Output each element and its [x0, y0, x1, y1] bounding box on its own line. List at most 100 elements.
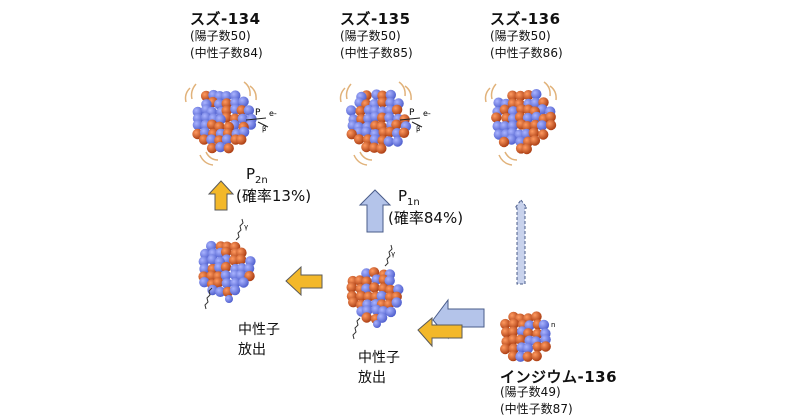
nucleon: [385, 306, 397, 318]
neutron-count-sn136: (中性子数86): [490, 46, 563, 60]
neutron-emission-label-middle: 中性子 放出: [358, 348, 400, 388]
nucleon: [346, 105, 357, 116]
nucleon: [206, 134, 217, 145]
nucleon: [522, 112, 534, 124]
nucleon: [515, 334, 526, 345]
beta-emission-sn134: [245, 117, 269, 128]
nucleon: [392, 136, 403, 147]
nucleon: [515, 351, 526, 362]
nucleon: [215, 286, 226, 297]
nucleon: [243, 105, 255, 116]
branch-probability-p1n: (確率84%): [388, 209, 464, 227]
branch-label-p1n: P1n: [398, 186, 420, 213]
electron-label-1: e-: [269, 109, 277, 118]
neutron-count-in136: (中性子数87): [500, 402, 573, 416]
neutron-count-sn135: (中性子数85): [340, 46, 413, 60]
nucleon: [531, 350, 542, 362]
nucleon: [223, 143, 234, 154]
nucleon: [192, 119, 204, 131]
emission-line2-middle: 放出: [358, 370, 386, 386]
nucleon: [214, 99, 225, 110]
emission-line1-left: 中性子: [238, 322, 280, 338]
positron-label-1: P: [255, 108, 261, 118]
arrow-up-p1n: [358, 189, 392, 233]
nucleus-intermediate-left: [198, 240, 256, 298]
nucleon: [198, 134, 210, 145]
nucleon: [199, 263, 210, 275]
nucleon: [221, 134, 233, 145]
nucleon: [220, 261, 232, 273]
branch-subscript-p2n: 2n: [255, 175, 268, 186]
nucleon: [499, 121, 511, 132]
nucleon: [235, 254, 247, 265]
nucleus-sn136: [491, 89, 557, 155]
neutron-emission-label-left: 中性子 放出: [238, 320, 280, 360]
nucleon: [508, 106, 519, 117]
nucleon: [369, 134, 381, 145]
nucleon: [376, 143, 387, 154]
arrow-up-p2n: [207, 180, 235, 211]
neutron-label-in136: n: [551, 321, 555, 329]
nucleon: [221, 278, 232, 289]
nucleon: [524, 320, 535, 331]
nucleon: [538, 319, 550, 331]
positron-label-2: P: [409, 108, 415, 118]
nucleon: [528, 127, 539, 139]
nucleon: [229, 284, 241, 296]
emitted-neutron-middle: [373, 320, 381, 328]
gamma-ray-middle: [352, 244, 393, 340]
nucleon: [377, 97, 388, 108]
nucleon: [199, 277, 210, 288]
nucleon: [363, 291, 374, 302]
nucleon: [522, 351, 533, 362]
nucleon: [361, 141, 372, 153]
nucleon: [492, 121, 503, 132]
nucleon: [522, 343, 534, 354]
nucleon: [215, 141, 226, 153]
gamma-ray-left: [204, 218, 244, 310]
beta-emission-sn135: [399, 117, 423, 128]
nucleon: [507, 90, 518, 101]
nucleon: [508, 334, 519, 345]
emission-line1-middle: 中性子: [358, 350, 400, 366]
nucleon: [384, 275, 395, 286]
nucleon: [391, 104, 403, 116]
nucleon: [498, 136, 510, 148]
nucleon: [371, 274, 382, 285]
nucleon: [523, 90, 534, 101]
gamma-label-left: γ: [244, 223, 248, 231]
nucleon: [361, 312, 372, 323]
branch-subscript-p1n: 1n: [407, 197, 420, 208]
nucleon: [391, 119, 402, 130]
nucleon: [376, 290, 387, 302]
nucleon: [355, 105, 366, 117]
emission-line2-left: 放出: [238, 342, 266, 358]
beta-label-2: β: [416, 125, 420, 133]
nucleon: [545, 111, 556, 123]
nucleon: [213, 277, 224, 288]
nucleon: [361, 283, 372, 294]
nucleus-sn134: [192, 89, 257, 154]
nucleon: [398, 127, 410, 138]
nucleon: [491, 112, 502, 123]
branch-symbol-p1n: P: [398, 187, 408, 205]
nucleon: [521, 143, 532, 155]
branch-symbol-p2n: P: [246, 165, 256, 183]
nucleon: [531, 311, 542, 322]
nucleon: [515, 90, 526, 102]
arrow-up-dashed: [514, 199, 528, 285]
nuclide-name-in136: インジウム-136: [500, 368, 618, 386]
nuclide-name-sn135: スズ-135: [340, 10, 411, 28]
neutron-count-sn134: (中性子数84): [190, 46, 263, 60]
nucleon: [532, 341, 543, 352]
gamma-label-middle: γ: [391, 250, 395, 258]
nucleus-in136: [500, 311, 551, 362]
nucleon: [238, 96, 249, 107]
nucleon: [220, 270, 232, 281]
nucleon: [540, 341, 551, 352]
nucleon: [353, 134, 365, 145]
emission-waves-sn135: [339, 81, 412, 166]
nucleon: [243, 263, 255, 274]
